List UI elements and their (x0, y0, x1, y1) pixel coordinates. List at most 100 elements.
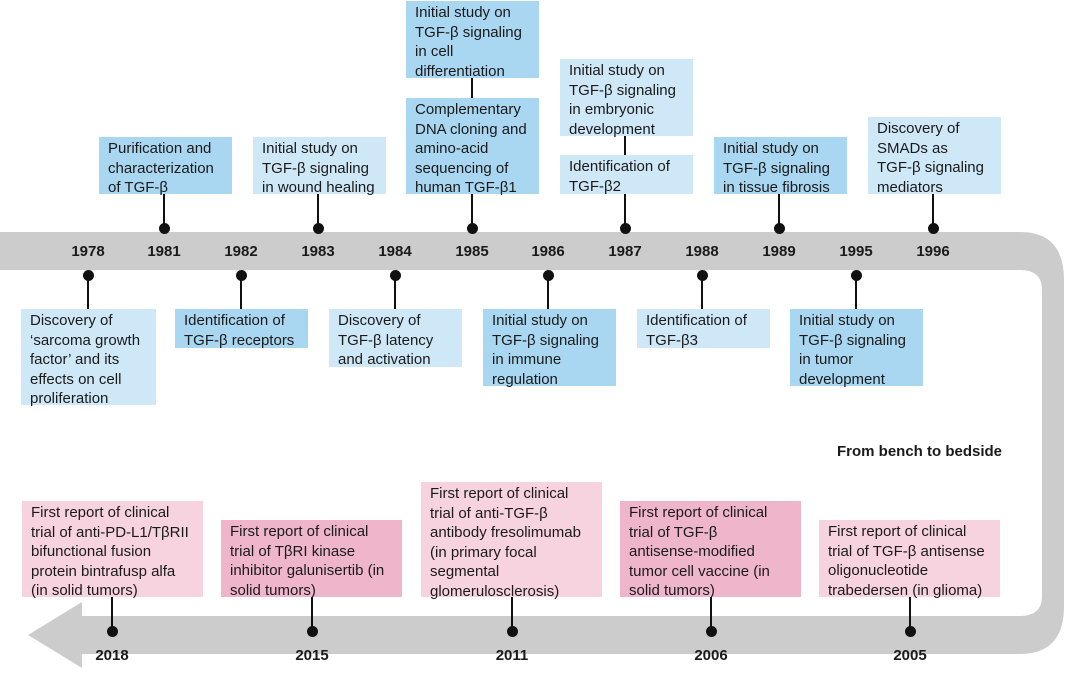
event-text-line: Discovery of (877, 120, 960, 137)
event-text-line: in wound healing (262, 179, 375, 196)
event-text-line: in embryonic (569, 101, 655, 118)
event-text-line: antibody fresolimumab (430, 524, 581, 541)
year-label: 2011 (495, 647, 529, 664)
event-text-line: TGF-β signaling (877, 159, 984, 176)
year-label: 1988 (685, 243, 719, 260)
year-label: 1978 (71, 243, 105, 260)
event-text-line: effects on cell (30, 370, 122, 388)
event-text-line: TGF-β latency (338, 331, 434, 349)
year-label: 1985 (455, 243, 489, 260)
timeline-dot (619, 222, 631, 234)
event-text-line: trial of TGF-β antisense (828, 542, 985, 560)
event-text-line: Identification of (646, 312, 747, 329)
timeline-band-top (0, 232, 1020, 270)
connector-line (111, 597, 113, 631)
timeline-dot (158, 222, 170, 234)
event-text-line: in tumor (799, 351, 854, 368)
event-text-line: amino-acid (415, 140, 489, 157)
event-text-line: trabedersen (in glioma) (828, 581, 983, 599)
event-text-line: TGF-β2 (569, 177, 621, 195)
event-text-line: antisense-modified (629, 543, 755, 560)
event-text-line: Discovery of (30, 312, 113, 329)
event-text-line: trial of anti-TGF-β (430, 504, 548, 522)
event-text-line: solid tumors) (629, 582, 715, 599)
event-text-line: Purification and (108, 140, 212, 157)
clinical-box-2018: First report of clinical trial of anti-PD… (22, 501, 203, 599)
year-label: 1987 (608, 243, 642, 260)
year-label: 1995 (839, 243, 873, 260)
year-label: 1983 (301, 243, 335, 260)
event-box-1978: Discovery of ‘sarcoma growth factor’ and i… (21, 309, 156, 407)
connector-line (87, 275, 89, 309)
event-text-line: TGF-β3 (646, 331, 698, 349)
connector-line (471, 194, 473, 228)
timeline-dot (904, 625, 916, 637)
timeline-band-curve (1020, 232, 1064, 654)
year-label: 1989 (762, 243, 796, 260)
event-text-line: proliferation (30, 390, 109, 407)
connector-line (932, 194, 934, 228)
event-text-line: tumor cell vaccine (in (629, 562, 770, 580)
event-text-line: TGF-β signaling (415, 23, 522, 41)
connector-line (511, 597, 513, 631)
event-text-line: trial of anti-PD-L1/TβRII (31, 523, 189, 541)
event-text-line: oligonucleotide (828, 562, 929, 579)
event-text-line: TGF-β signaling (569, 81, 676, 99)
event-text-line: in tissue fibrosis (723, 179, 830, 196)
event-text-line: glomerulosclerosis) (430, 582, 560, 600)
event-text-line: TGF-β signaling (799, 331, 906, 349)
event-text-line: factor’ and its (30, 351, 120, 368)
event-text-line: in cell (415, 43, 454, 60)
timeline-dot (506, 625, 518, 637)
timeline-dot (106, 625, 118, 637)
event-text-line: TGF-β signaling (492, 331, 599, 349)
event-text-line: bifunctional fusion (31, 543, 152, 560)
event-text-line: Identification of (569, 158, 670, 175)
event-text-line: Initial study on (723, 140, 819, 157)
connector-line (778, 194, 780, 228)
year-label: 2018 (95, 647, 129, 664)
event-text-line: solid tumors) (230, 581, 316, 599)
connector-line (710, 597, 712, 631)
connector-line (624, 136, 626, 155)
event-text-line: and activation (338, 351, 431, 368)
timeline-dot (850, 269, 862, 281)
connector-line (394, 275, 396, 309)
event-text-line: development (799, 370, 885, 388)
timeline-dot (82, 269, 94, 281)
event-text-line: Identification of (184, 312, 285, 329)
connector-line (909, 597, 911, 631)
timeline-dot (466, 222, 478, 234)
event-text-line: (in solid tumors) (31, 582, 138, 599)
timeline-dot (705, 625, 717, 637)
timeline-dot (696, 269, 708, 281)
event-text-line: trial of TGF-β (629, 523, 718, 541)
timeline-dot (773, 222, 785, 234)
event-text-line: ‘sarcoma growth (30, 331, 141, 349)
timeline-dot (927, 222, 939, 234)
event-text-line: development (569, 120, 655, 138)
event-text-line: Complementary (415, 101, 521, 118)
event-box-1987: Identification of TGF-β2 (560, 155, 693, 195)
year-label: 1982 (224, 243, 258, 260)
event-text-line: First report of clinical (31, 504, 170, 521)
timeline-dot (312, 222, 324, 234)
connector-line (317, 194, 319, 228)
connector-line (624, 194, 626, 228)
year-label: 2015 (295, 647, 329, 664)
event-text-line: regulation (492, 370, 558, 388)
event-text-line: Initial study on (415, 4, 511, 21)
event-text-line: (in primary focal (430, 543, 537, 561)
connector-line (163, 194, 165, 228)
event-text-line: TGF-β signaling (262, 159, 369, 177)
event-text-line: First report of clinical (430, 485, 569, 502)
event-text-line: Initial study on (492, 312, 588, 329)
